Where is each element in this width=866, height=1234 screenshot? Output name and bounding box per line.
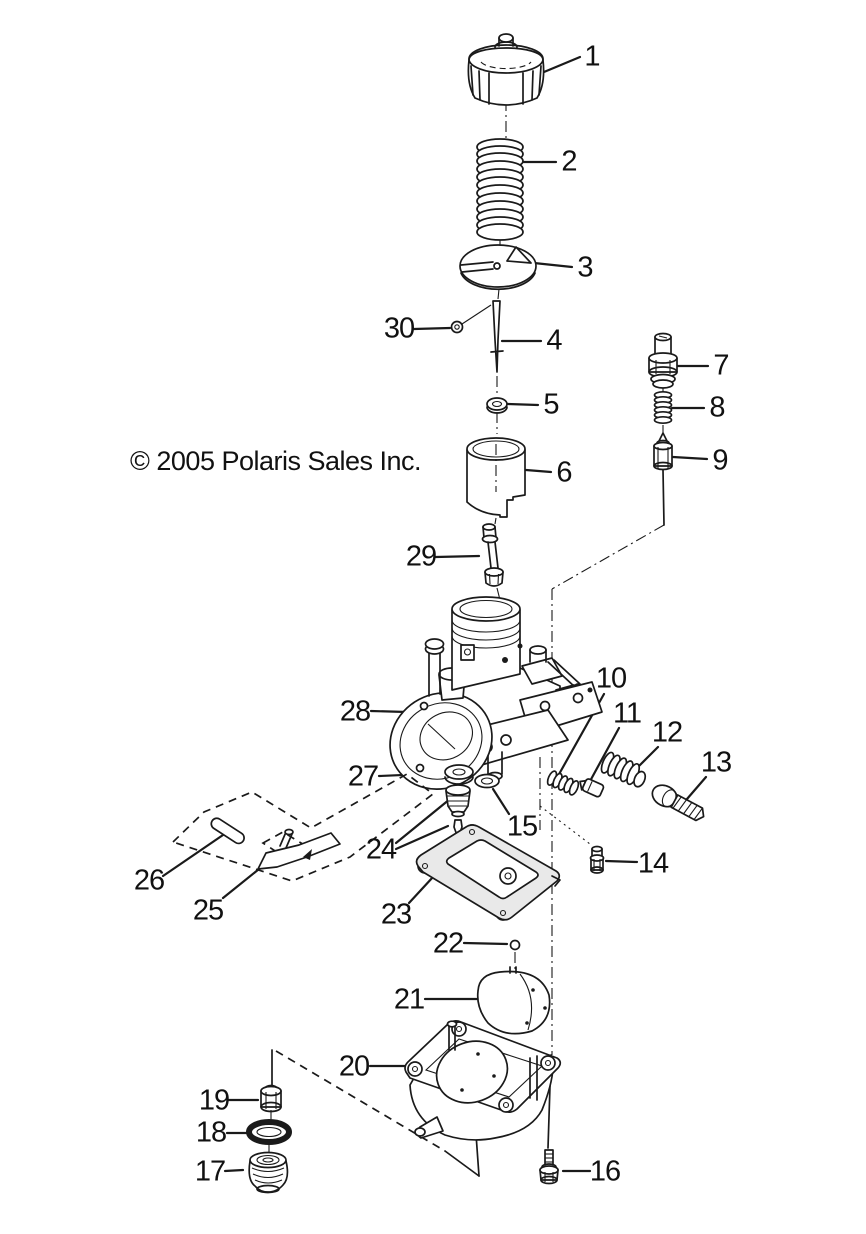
part-3-spring-seat-drawing	[459, 244, 537, 291]
callout-13: 13	[700, 746, 732, 779]
leader-lines	[161, 55, 710, 1173]
part-4-jet-needle-drawing	[490, 300, 504, 373]
part-9-inlet-needle-drawing	[653, 432, 673, 471]
part-29-rod-drawing	[481, 523, 504, 587]
callout-16: 16	[589, 1155, 621, 1188]
part-27-washer-drawing	[444, 764, 474, 785]
callout-15: 15	[506, 810, 538, 843]
callout-25: 25	[192, 894, 224, 927]
part-12-spring-drawing	[600, 751, 647, 788]
part-6-throttle-slide-drawing	[466, 437, 526, 518]
callout-28: 28	[339, 695, 371, 728]
callout-9: 9	[712, 444, 728, 477]
callout-11: 11	[612, 697, 642, 730]
part-20-float-bowl-drawing	[404, 1020, 562, 1141]
callout-10: 10	[595, 662, 627, 695]
callout-6: 6	[556, 456, 572, 489]
callout-19: 19	[198, 1084, 230, 1117]
callout-27: 27	[347, 760, 379, 793]
part-24-needle-jet-drawing	[445, 784, 471, 839]
callout-29: 29	[405, 540, 437, 573]
callout-8: 8	[709, 391, 725, 424]
callout-14: 14	[637, 847, 669, 880]
part-22-ball-drawing	[509, 939, 521, 951]
part-26-pin-drawing	[210, 817, 245, 845]
part-2-spring-drawing	[476, 138, 524, 241]
callout-24: 24	[365, 833, 397, 866]
part-19-nut-drawing	[260, 1084, 282, 1113]
callout-18: 18	[195, 1116, 227, 1149]
copyright-notice: © 2005 Polaris Sales Inc.	[130, 446, 422, 476]
part-13-screw-drawing	[651, 784, 705, 822]
part-14-bolt-drawing	[589, 845, 605, 874]
part-28-carburetor-body-drawing	[389, 596, 603, 790]
callout-4: 4	[546, 324, 562, 357]
callout-17: 17	[194, 1155, 226, 1188]
part-16-screw-drawing	[539, 1149, 559, 1185]
part-1-cap-drawing	[467, 33, 545, 106]
callout-30: 30	[383, 312, 415, 345]
part-11-plunger-drawing	[579, 778, 605, 798]
part-8-spring-drawing	[653, 390, 673, 425]
callout-26: 26	[133, 864, 165, 897]
callout-3: 3	[577, 251, 593, 284]
part-23-gasket-drawing	[415, 824, 561, 921]
part-21-float-drawing	[476, 966, 551, 1035]
callout-21: 21	[393, 983, 425, 1016]
callout-7: 7	[713, 349, 729, 382]
callout-12: 12	[651, 716, 683, 749]
part-15-ring-drawing	[474, 773, 500, 789]
callout-1: 1	[584, 40, 600, 73]
callout-2: 2	[561, 145, 577, 178]
part-17-drain-plug-drawing	[248, 1151, 289, 1194]
part-5-washer-drawing	[486, 397, 508, 414]
callout-22: 22	[432, 927, 464, 960]
part-10-spring-drawing	[546, 770, 580, 796]
part-7-jet-holder-drawing	[648, 332, 678, 389]
part-25-bracket-drawing	[257, 828, 341, 870]
callout-23: 23	[380, 898, 412, 931]
part-30-clip-drawing	[450, 320, 464, 334]
callout-20: 20	[338, 1050, 370, 1083]
callout-5: 5	[543, 388, 559, 421]
part-18-oring-drawing	[246, 1119, 292, 1145]
